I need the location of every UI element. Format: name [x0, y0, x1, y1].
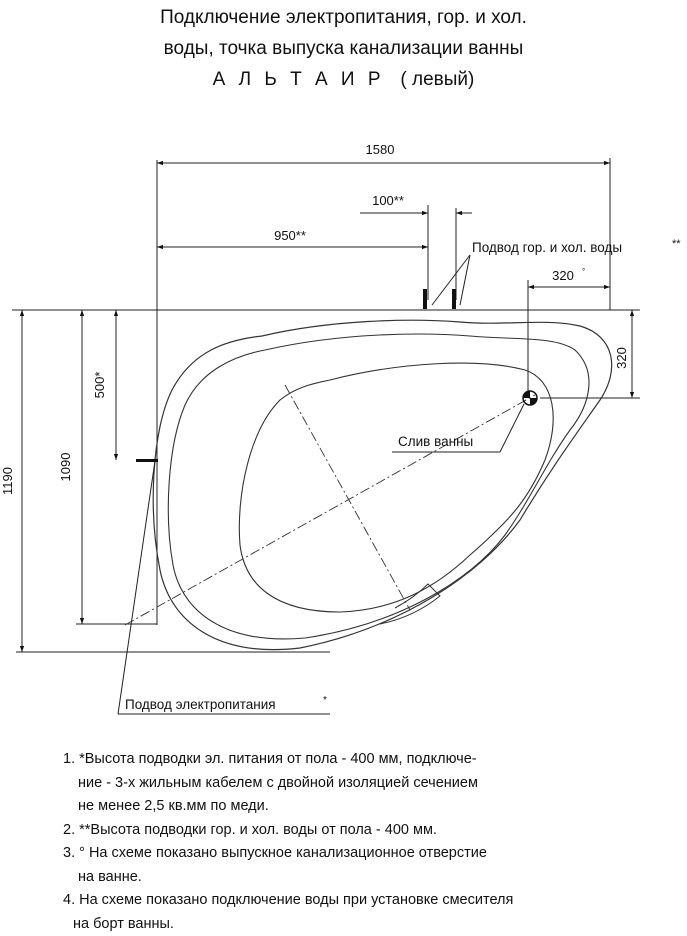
note-4-line-1: 4. На схеме показано подключение воды пр…	[63, 889, 673, 913]
power-supply-star: *	[323, 695, 327, 706]
note-3-line-1: 3. ° На схеме показано выпускное канализ…	[63, 842, 673, 866]
bath-short-axis	[285, 385, 410, 610]
dimension-1580: 1580	[157, 142, 610, 310]
note-3: 3. ° На схеме показано выпускное канализ…	[63, 842, 673, 889]
water-supply-label: Подвод гор. и хол. воды	[472, 240, 622, 255]
note-2: 2. **Высота подводки гор. и хол. воды от…	[63, 819, 673, 843]
water-supply-pipes	[423, 255, 470, 309]
notes-list: 1. *Высота подводки эл. питания от пола …	[63, 748, 673, 936]
dimension-100-label: 100**	[372, 193, 404, 208]
bath-connection-drawing: 1580 100** 950** Подвод гор. и хол. воды…	[0, 0, 687, 740]
bath-bowl	[239, 363, 553, 612]
note-1-line-3: не менее 2,5 кв.мм по меди.	[63, 795, 673, 819]
note-1-line-1: 1. *Высота подводки эл. питания от пола …	[63, 748, 673, 772]
dimension-320h-label: 320	[552, 268, 574, 283]
note-1-line-2: ние - 3-х жильным кабелем с двойной изол…	[63, 772, 673, 796]
bath-long-axis	[125, 395, 535, 625]
dimension-1190-label: 1190	[0, 467, 15, 495]
dimension-320-horizontal: 320 °	[528, 267, 610, 395]
bath-inner-rim	[168, 334, 589, 639]
dimension-500: 500*	[92, 310, 116, 460]
dimension-1580-label: 1580	[366, 142, 395, 157]
water-supply-stars: **	[672, 238, 681, 250]
dimension-320h-mark: °	[582, 267, 585, 276]
drain-symbol	[523, 391, 537, 405]
power-supply-label: Подвод электропитания	[125, 697, 276, 712]
dimension-1090-label: 1090	[58, 453, 73, 482]
note-3-line-2: на ванне.	[63, 866, 673, 890]
note-2-line-1: 2. **Высота подводки гор. и хол. воды от…	[63, 819, 673, 843]
dimension-320v-label: 320	[614, 347, 629, 369]
dimension-500-label: 500*	[92, 372, 107, 399]
note-4-line-2: на борт ванны.	[63, 913, 673, 936]
drain-leader	[500, 404, 524, 452]
dimension-950-label: 950**	[274, 228, 306, 243]
dimension-950: 950**	[157, 205, 428, 300]
note-1: 1. *Высота подводки эл. питания от пола …	[63, 748, 673, 819]
power-leader	[118, 461, 155, 714]
drain-label: Слив ванны	[398, 434, 473, 449]
dimension-1090: 1090	[58, 310, 157, 624]
